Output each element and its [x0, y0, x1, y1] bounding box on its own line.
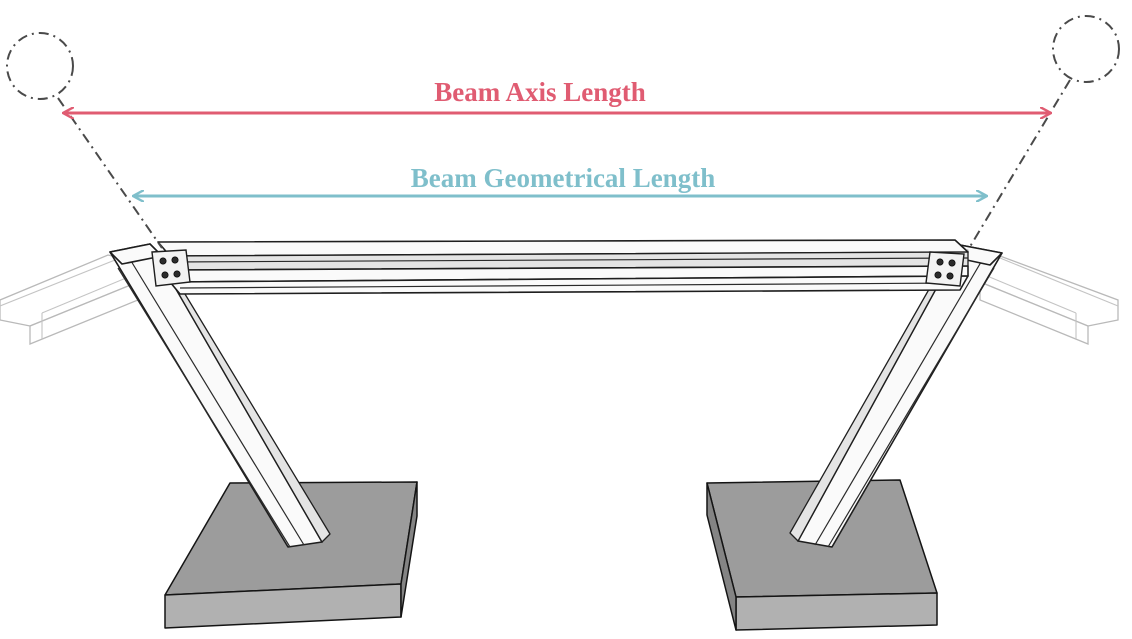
column-left: [109, 243, 331, 548]
bolt-icon: [171, 256, 179, 264]
geometrical-length-label: Beam Geometrical Length: [411, 163, 715, 193]
bolt-icon: [934, 271, 942, 279]
bolt-icon: [946, 272, 954, 280]
axis-centerline-right: [967, 15, 1120, 251]
column-right: [789, 244, 1003, 548]
axis-length-label: Beam Axis Length: [434, 77, 646, 107]
bolt-icon: [936, 258, 944, 266]
bolt-icon: [173, 270, 181, 278]
end-plate-left: [151, 249, 191, 287]
bolt-icon: [161, 271, 169, 279]
axis-circle-right: [1052, 15, 1120, 83]
axis-circle-left: [6, 32, 74, 100]
ghost-beam-right: [979, 255, 1119, 345]
axis-centerline-left: [6, 32, 163, 249]
main-beam: [157, 239, 969, 295]
bolt-icon: [948, 259, 956, 267]
end-plate-right: [925, 251, 965, 287]
bolt-icon: [159, 257, 167, 265]
ghost-beam-left: [0, 254, 139, 345]
